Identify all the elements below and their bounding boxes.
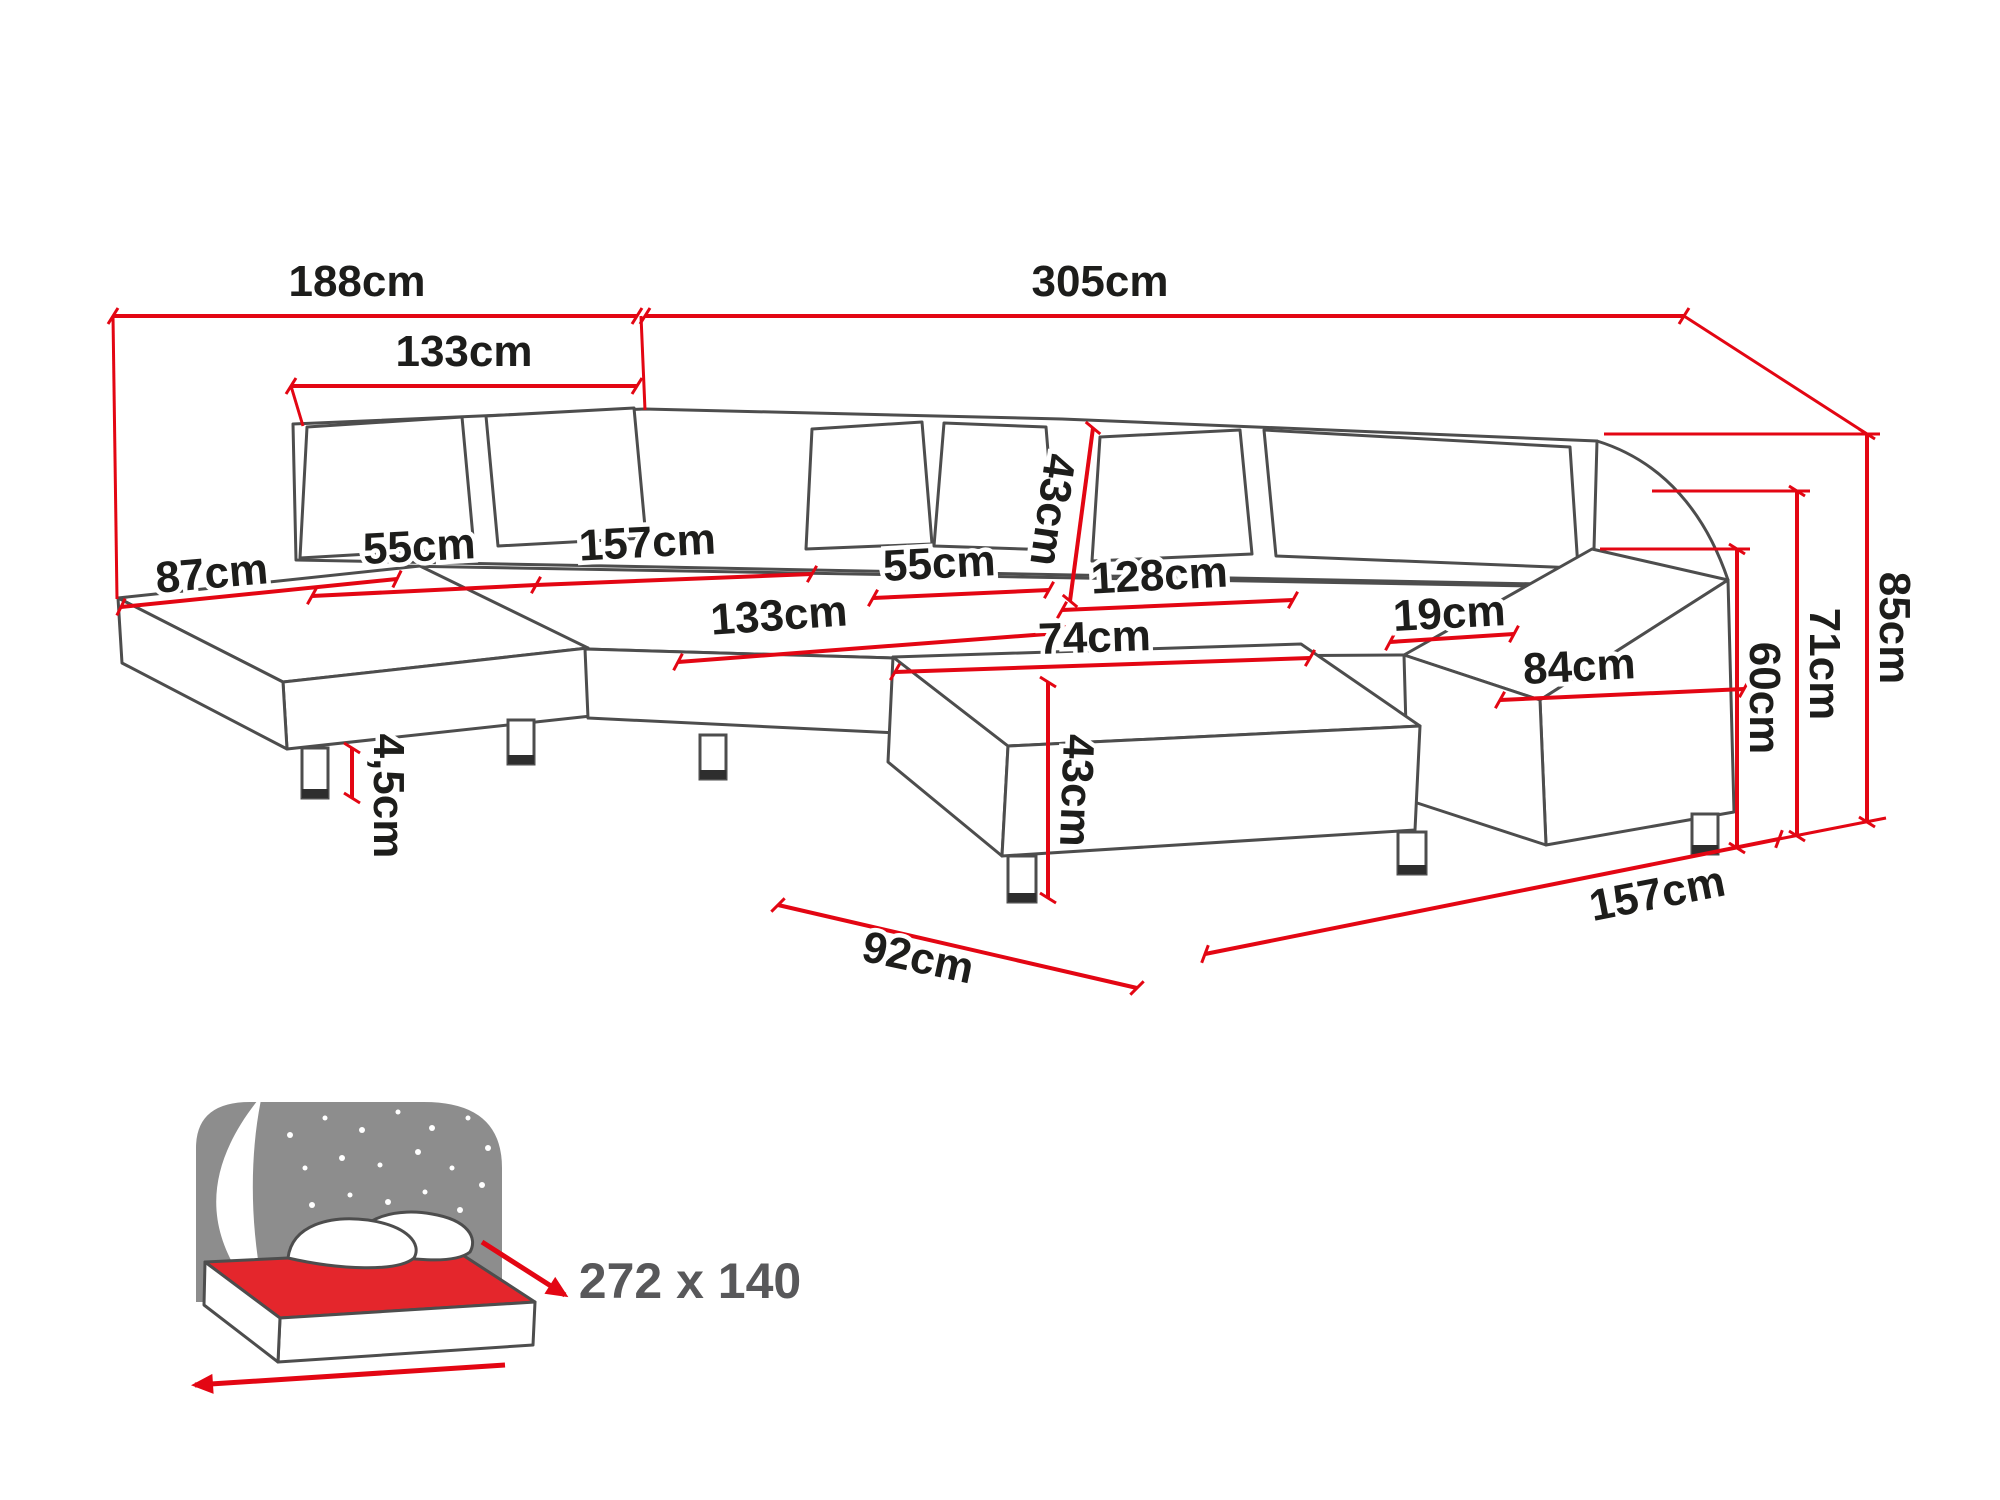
dimension-label-87: 87cm <box>154 544 270 603</box>
chaise-left-face <box>116 596 289 751</box>
sleeping-area-label: 272 x 140 <box>579 1253 801 1309</box>
bed-mattress-left <box>202 1260 282 1364</box>
dimension-line-92 <box>770 897 1145 996</box>
dimension-lines <box>106 307 1887 996</box>
back-cushion <box>932 421 1058 552</box>
dimension-label-133-top: 133cm <box>395 327 532 376</box>
dimension-label-55-left: 55cm <box>362 519 477 574</box>
dimension-line-84 <box>1494 680 1750 709</box>
dimension-label-188: 188cm <box>288 257 425 306</box>
extension-line-left <box>111 315 119 600</box>
extension-line-305-right <box>1683 314 1868 436</box>
dimension-label-305: 305cm <box>1031 257 1168 306</box>
dimension-label-74: 74cm <box>1037 611 1151 664</box>
sleeping-area-icon: 272 x 140 <box>191 1102 801 1394</box>
sofa-leg-foot <box>1008 893 1036 902</box>
dimension-label-84: 84cm <box>1522 639 1637 694</box>
dimension-label-45-leg: 4,5cm <box>364 734 413 859</box>
dimension-line-133-seat <box>672 623 1066 672</box>
dimension-line-55-middle <box>867 581 1055 607</box>
dimension-label-157-seat: 157cm <box>578 514 717 570</box>
moon-crescent-icon <box>216 1102 268 1302</box>
dimension-line-128 <box>1056 591 1299 619</box>
dimension-label-85: 85cm <box>1870 572 1919 685</box>
dimension-label-133-seat: 133cm <box>709 586 849 644</box>
extension-line-mid <box>639 315 647 411</box>
dimension-label-43-ottoman: 43cm <box>1050 733 1103 847</box>
back-cushion <box>1262 428 1580 570</box>
dimension-line-157-right <box>1200 829 1784 964</box>
dimension-label-60: 60cm <box>1740 642 1789 755</box>
back-cushion <box>484 406 648 548</box>
dimension-line-19 <box>1384 624 1520 652</box>
sofa-leg-foot <box>1398 865 1426 874</box>
dimension-line-43-back <box>1061 420 1102 609</box>
sofa-leg-foot <box>302 789 328 798</box>
bed-pillow <box>286 1217 418 1270</box>
armrest-back-curve <box>1595 439 1730 582</box>
back-cushion <box>298 415 476 560</box>
back-cushion <box>1090 428 1254 563</box>
dimension-line-74 <box>888 649 1317 681</box>
dimension-label-55-middle: 55cm <box>882 536 997 591</box>
dimension-label-128: 128cm <box>1090 547 1229 603</box>
bed-depth-arrow <box>480 1239 569 1298</box>
bed-width-arrow <box>191 1362 506 1394</box>
dimension-label-19: 19cm <box>1392 586 1507 641</box>
seat-front-face <box>583 647 899 735</box>
sofa-leg-foot <box>508 755 534 764</box>
back-cushion <box>804 420 934 551</box>
dimension-line-55-left <box>306 576 542 605</box>
dimension-label-71: 71cm <box>1800 608 1849 721</box>
sofa-leg-foot <box>700 770 726 779</box>
dimension-line-157-seat <box>535 565 818 587</box>
